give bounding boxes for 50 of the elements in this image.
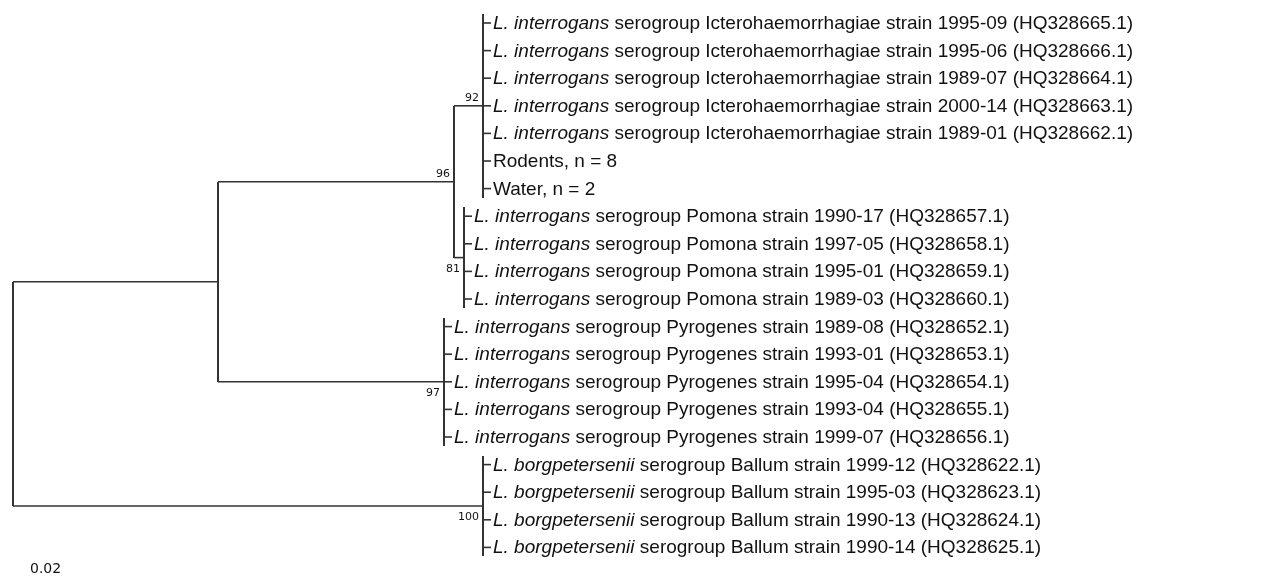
branch-line <box>463 298 473 300</box>
taxon-label: L. interrogans serogroup Pomona strain 1990-17 (HQ328657.1) <box>472 203 1010 230</box>
taxon-label: L. interrogans serogroup Pomona strain 1997-05 (HQ328658.1) <box>472 230 1010 257</box>
taxon-label: L. interrogans serogroup Icterohaemorrhagiae strain 1995-06 (HQ328666.1) <box>491 37 1134 64</box>
bootstrap-value: 100 <box>458 510 479 523</box>
branch-line <box>217 381 444 383</box>
taxon-label: L. interrogans serogroup Pomona strain 1995-01 (HQ328659.1) <box>472 258 1010 285</box>
branch-line <box>443 381 453 383</box>
branch-line <box>217 180 454 183</box>
taxon-label: L. interrogans serogroup Pyrogenes strain 1989-08 (HQ328652.1) <box>452 313 1010 340</box>
taxon-label: L. borgpetersenii serogroup Ballum strain 1999-12 (HQ328622.1) <box>491 451 1042 478</box>
clade-line <box>453 105 455 258</box>
bootstrap-value: 81 <box>446 261 460 275</box>
branch-line <box>453 105 483 107</box>
branch-line <box>463 215 473 217</box>
clade-line <box>443 317 445 446</box>
branch-line <box>482 160 492 162</box>
taxon-label: L. interrogans serogroup Pyrogenes strain 1993-04 (HQ328655.1) <box>452 396 1010 423</box>
clade-line <box>482 455 484 557</box>
branch-line <box>443 436 453 438</box>
clade-line <box>217 181 219 382</box>
branch-line <box>443 353 453 355</box>
taxon-label: L. interrogans serogroup Pyrogenes strain 1993-01 (HQ328653.1) <box>452 341 1010 368</box>
taxon-label: L. interrogans serogroup Pyrogenes strain 1999-07 (HQ328656.1) <box>452 424 1010 450</box>
branch-line <box>482 519 492 521</box>
bootstrap-value: 92 <box>465 90 479 104</box>
taxon-label: L. interrogans serogroup Pomona strain 1989-03 (HQ328660.1) <box>472 286 1010 312</box>
bootstrap-value: 97 <box>426 385 440 399</box>
branch-line <box>12 505 483 507</box>
branch-line <box>463 243 473 245</box>
taxon-label: L. interrogans serogroup Pyrogenes strain 1995-04 (HQ328654.1) <box>452 368 1010 395</box>
branch-line <box>482 22 492 24</box>
clade-line <box>12 281 14 506</box>
clade-line <box>482 14 484 198</box>
branch-line <box>12 280 218 283</box>
taxon-label: L. interrogans serogroup Icterohaemorrhagiae strain 1995-09 (HQ328665.1) <box>491 10 1134 36</box>
branch-line <box>482 491 492 493</box>
clade-line <box>463 207 465 308</box>
scale-value: 0.02 <box>30 560 62 576</box>
bootstrap-value: 96 <box>436 166 450 180</box>
branch-line <box>482 105 492 107</box>
taxon-label: L. interrogans serogroup Icterohaemorrhagiae strain 1989-01 (HQ328662.1) <box>491 120 1134 147</box>
taxon-label: L. borgpetersenii serogroup Ballum strain 1990-13 (HQ328624.1) <box>491 506 1042 533</box>
taxon-label: Rodents, n = 8 <box>491 148 618 174</box>
taxon-label: Water, n = 2 <box>491 175 596 202</box>
taxon-label: L. borgpetersenii serogroup Ballum strain 1995-03 (HQ328623.1) <box>491 479 1042 506</box>
taxon-label: L. interrogans serogroup Icterohaemorrhagiae strain 1989-07 (HQ328664.1) <box>491 65 1134 92</box>
taxon-label: L. interrogans serogroup Icterohaemorrhagiae strain 2000-14 (HQ328663.1) <box>491 92 1134 119</box>
taxon-label: L. borgpetersenii serogroup Ballum strain 1990-14 (HQ328625.1) <box>491 534 1042 561</box>
branch-line <box>482 77 492 79</box>
